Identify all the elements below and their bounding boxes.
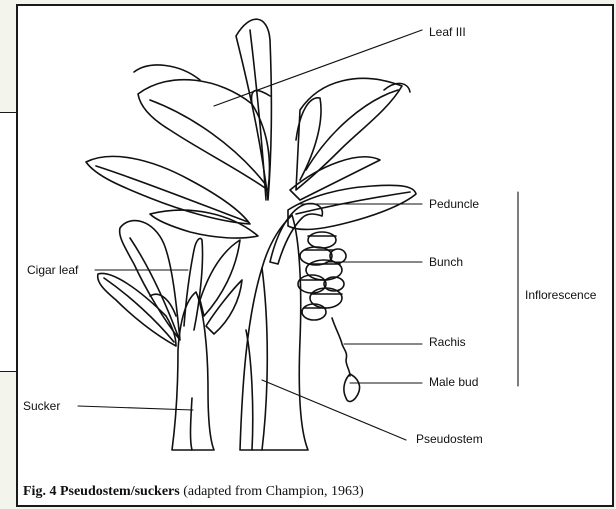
label-male-bud: Male bud (429, 375, 478, 389)
label-peduncle: Peduncle (429, 197, 479, 211)
figure-caption: Fig. 4 Pseudostem/suckers (adapted from … (23, 484, 364, 500)
male-bud (344, 374, 360, 401)
label-bunch: Bunch (429, 255, 463, 269)
pseudostem-shape (240, 215, 308, 450)
sucker-stem (172, 292, 214, 450)
caption-bold: Fig. 4 Pseudostem/suckers (23, 484, 180, 499)
label-rachis: Rachis (429, 335, 466, 349)
label-sucker: Sucker (23, 399, 60, 413)
label-inflorescence: Inflorescence (525, 288, 597, 302)
label-cigar-leaf: Cigar leaf (27, 263, 79, 277)
rachis (332, 318, 350, 376)
label-pseudostem: Pseudostem (416, 432, 483, 446)
caption-normal: (adapted from Champion, 1963) (180, 484, 364, 499)
banana-bunch (298, 232, 346, 320)
label-leaf-3: Leaf III (429, 25, 466, 39)
